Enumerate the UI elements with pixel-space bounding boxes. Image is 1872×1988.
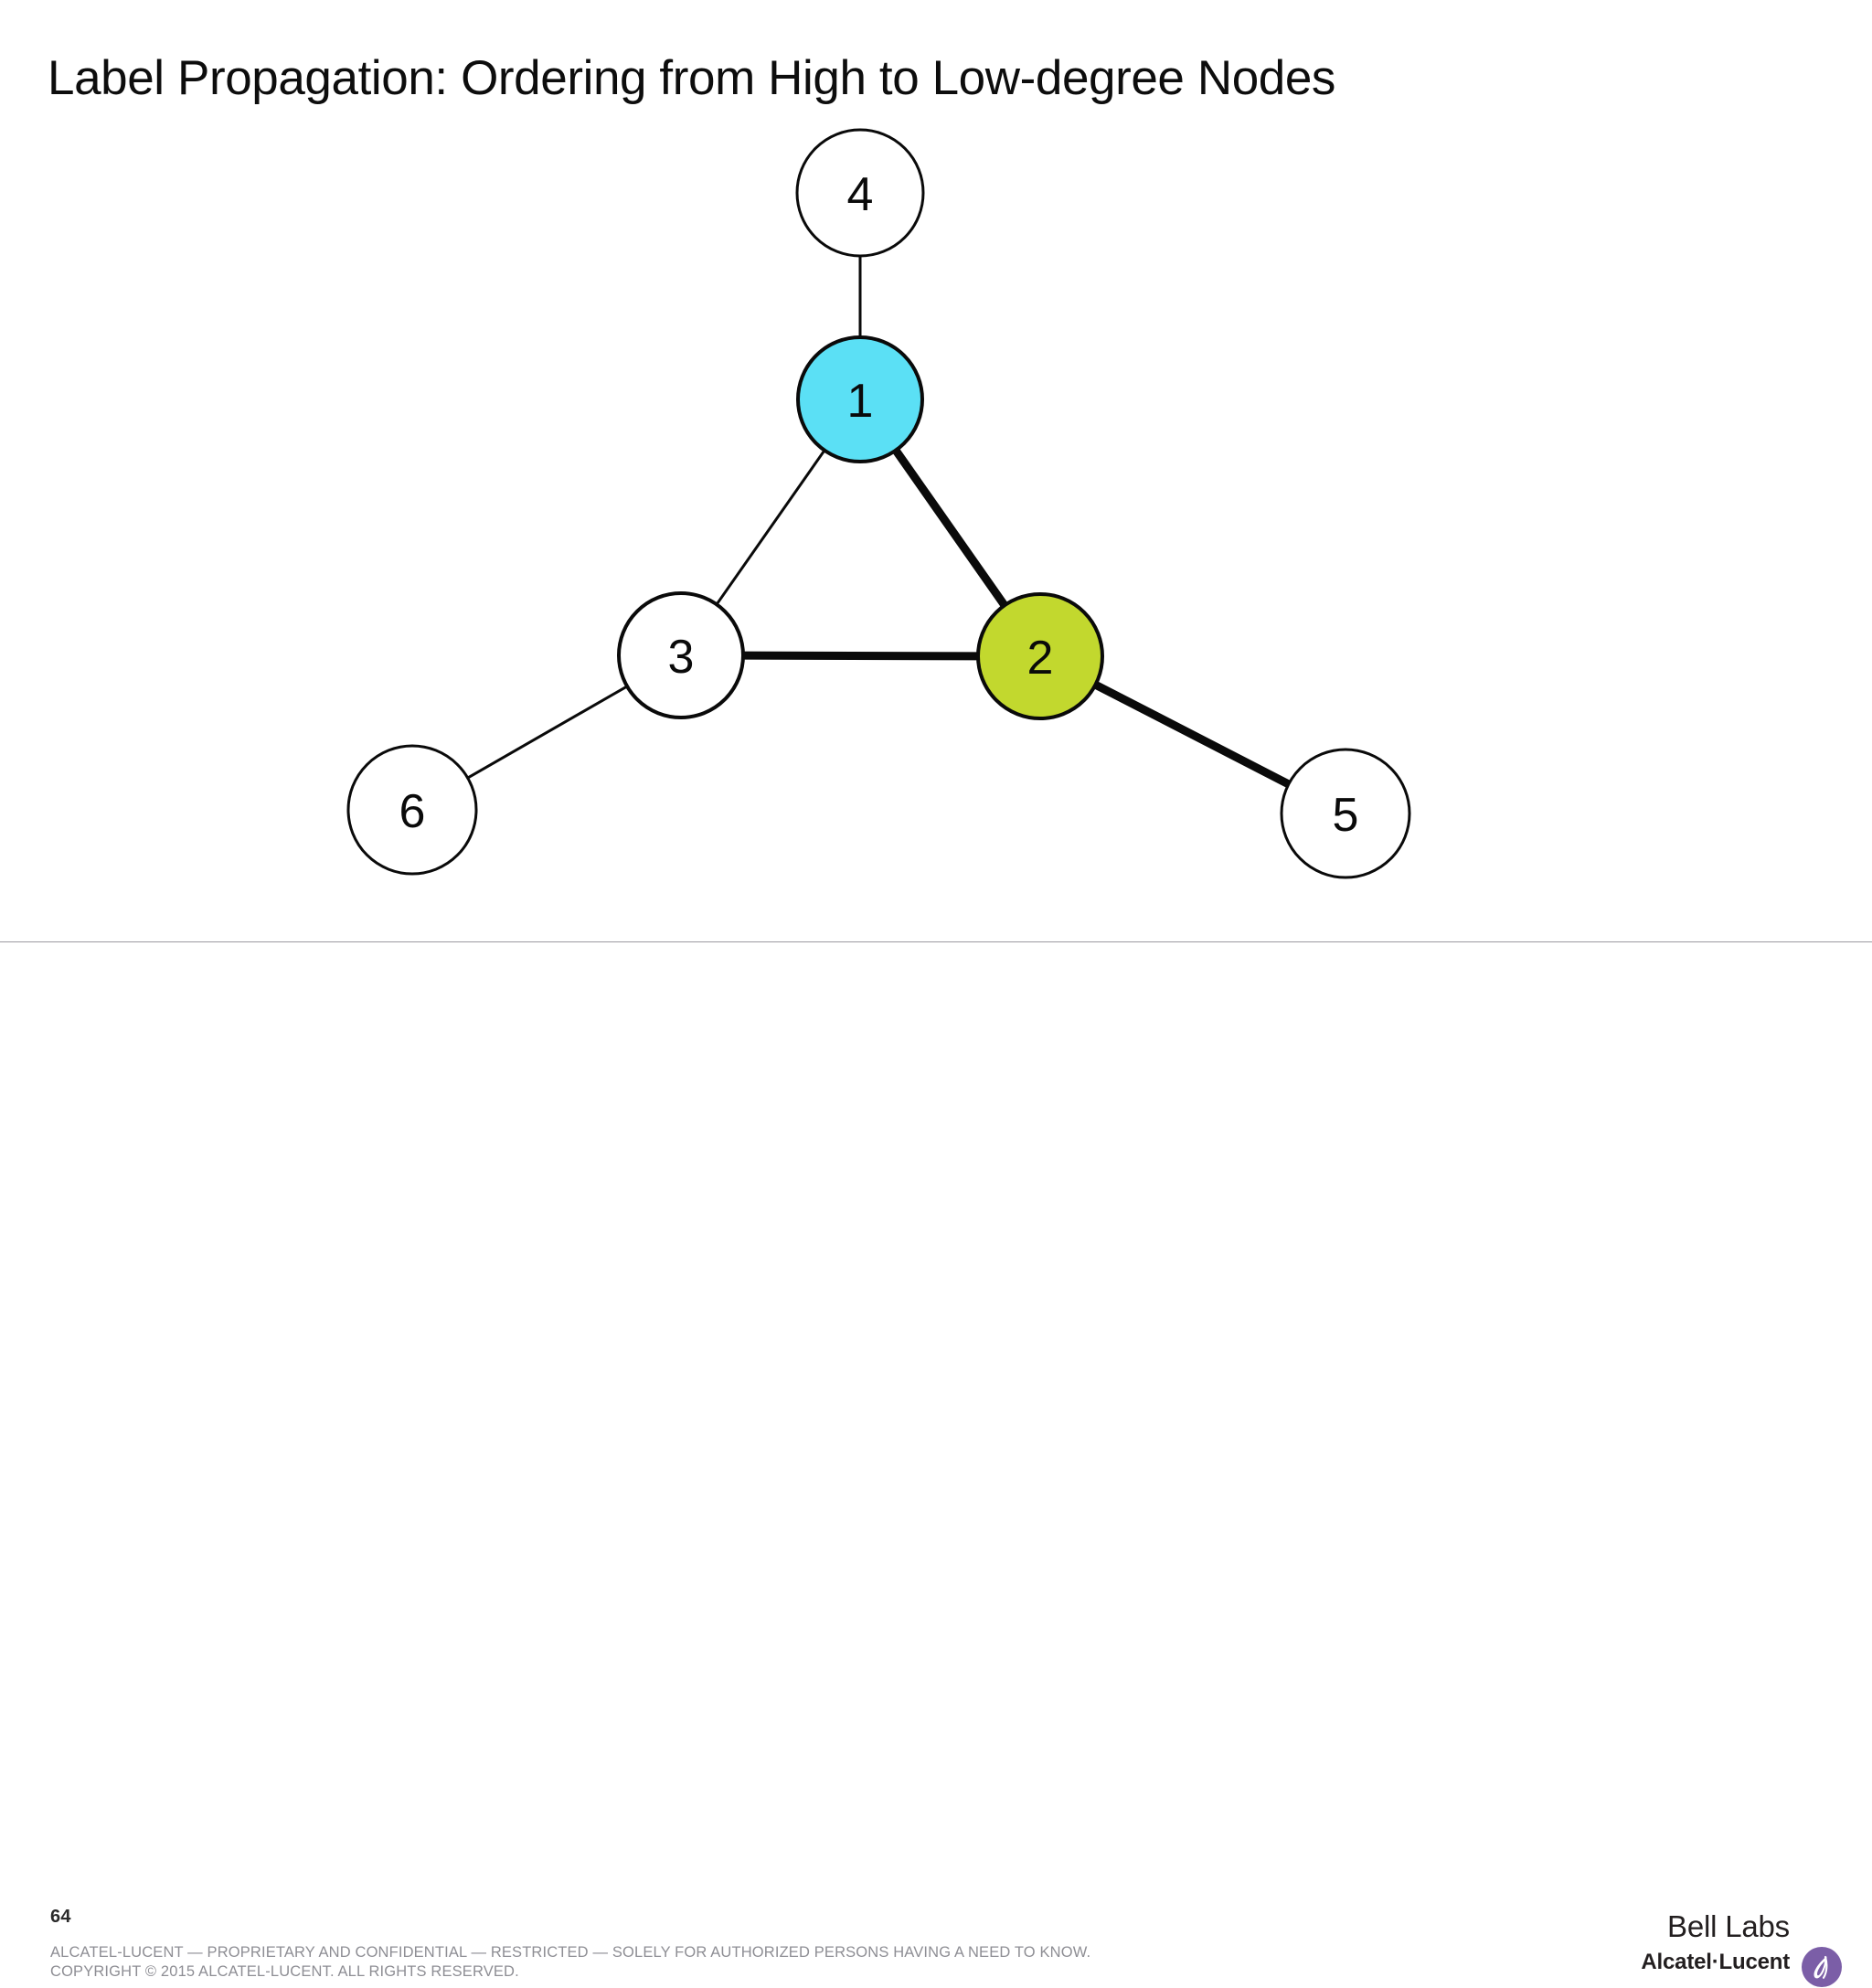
graph-node-disc-6[interactable] xyxy=(346,744,478,876)
graph-edge-3-2 xyxy=(740,651,981,661)
page-title: Label Propagation: Ordering from High to… xyxy=(48,51,1336,105)
graph-node-label-5: 5 xyxy=(1333,789,1359,842)
legal-line-copyright: COPYRIGHT © 2015 ALCATEL-LUCENT. ALL RIG… xyxy=(50,1963,519,1981)
graph-edge-1-2 xyxy=(891,446,1009,610)
graph-diagram: 4 1 3 2 6 5 xyxy=(0,91,1872,914)
page-number: 64 xyxy=(50,1907,71,1927)
graph-node-2[interactable]: 2 xyxy=(976,592,1104,720)
graph-node-label-4: 4 xyxy=(847,168,874,221)
node-layer: 4 1 3 2 6 5 xyxy=(346,128,1411,879)
edge-layer xyxy=(465,254,1292,789)
graph-edge-2-5 xyxy=(1091,680,1292,789)
graph-node-label-1: 1 xyxy=(847,375,874,428)
graph-edge-1-3 xyxy=(714,448,827,607)
legal-line-confidentiality: ALCATEL-LUCENT — PROPRIETARY AND CONFIDE… xyxy=(50,1944,1091,1961)
slide-footer: 64 ALCATEL-LUCENT — PROPRIETARY AND CONF… xyxy=(0,942,1872,1987)
graph-node-4[interactable]: 4 xyxy=(795,128,925,258)
graph-edge-3-6 xyxy=(465,684,630,781)
legal-notice: ALCATEL-LUCENT — PROPRIETARY AND CONFIDE… xyxy=(50,1943,1090,1982)
bell-labs-wordmark: Bell Labs xyxy=(1667,1909,1790,1943)
graph-node-disc-4[interactable] xyxy=(795,128,925,258)
alcatel-lucent-wordmark: Alcatel·Lucent xyxy=(1641,1950,1790,1974)
footer-divider xyxy=(0,941,1872,942)
graph-node-label-3: 3 xyxy=(668,631,695,684)
graph-node-6[interactable]: 6 xyxy=(346,744,478,876)
graph-node-disc-3[interactable] xyxy=(617,591,745,719)
brand-lockup: Bell Labs Alcatel·Lucent xyxy=(1600,1909,1846,1988)
graph-node-1[interactable]: 1 xyxy=(796,335,924,463)
alcatel-lucent-logo-icon xyxy=(1802,1947,1842,1987)
graph-canvas: 4 1 3 2 6 5 xyxy=(346,128,1411,879)
graph-node-3[interactable]: 3 xyxy=(617,591,745,719)
graph-node-label-2: 2 xyxy=(1027,632,1054,685)
graph-node-disc-1[interactable] xyxy=(796,335,924,463)
graph-node-disc-2[interactable] xyxy=(976,592,1104,720)
graph-node-disc-5[interactable] xyxy=(1280,748,1411,879)
graph-node-5[interactable]: 5 xyxy=(1280,748,1411,879)
graph-node-label-6: 6 xyxy=(399,785,426,838)
